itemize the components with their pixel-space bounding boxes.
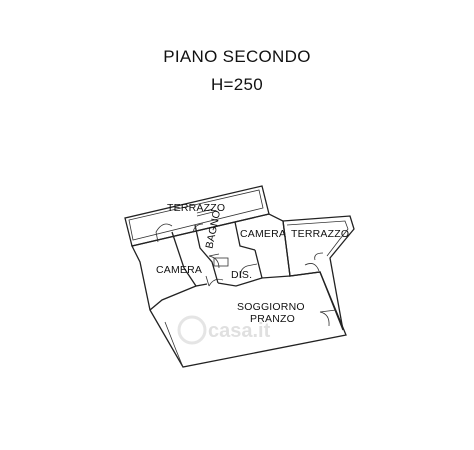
door-swing <box>192 223 204 233</box>
interior-walls <box>149 221 291 368</box>
door-swing <box>240 265 248 279</box>
door-swing <box>208 278 224 287</box>
doors <box>155 223 337 327</box>
sink <box>213 257 229 267</box>
door-leaf <box>155 231 159 243</box>
room-label-pranzo: PRANZO <box>250 313 295 325</box>
door-swing <box>314 252 324 261</box>
terrazzo-right-area <box>282 215 355 331</box>
door-leaf <box>319 309 337 313</box>
window-mark <box>196 208 214 214</box>
door-leaf <box>208 253 220 257</box>
room-label-soggiorno: SOGGIORNO <box>237 301 305 313</box>
room-label-camera-right: CAMERA <box>240 228 286 240</box>
door-swing <box>208 255 220 269</box>
room-label-camera-left: CAMERA <box>156 264 202 276</box>
room-label-terrazzo-top: TERRAZZO <box>167 202 225 214</box>
window-mark <box>196 211 214 217</box>
watermark-text: casa.it <box>208 320 271 342</box>
watermark-logo: casa.it <box>177 315 271 345</box>
fixtures <box>196 208 229 267</box>
ceiling-height: H=250 <box>210 75 264 94</box>
door-leaf <box>205 275 210 287</box>
door-leaf <box>246 263 258 267</box>
door-swing <box>319 311 330 327</box>
room-label-dis: DIS. <box>231 269 252 281</box>
room-label-terrazzo-right: TERRAZZO <box>291 228 349 240</box>
door-swing <box>155 223 173 233</box>
door-swing <box>304 263 320 272</box>
floor-title: PIANO SECONDO <box>163 47 311 66</box>
room-label-bagno: BAGNO <box>203 209 223 250</box>
